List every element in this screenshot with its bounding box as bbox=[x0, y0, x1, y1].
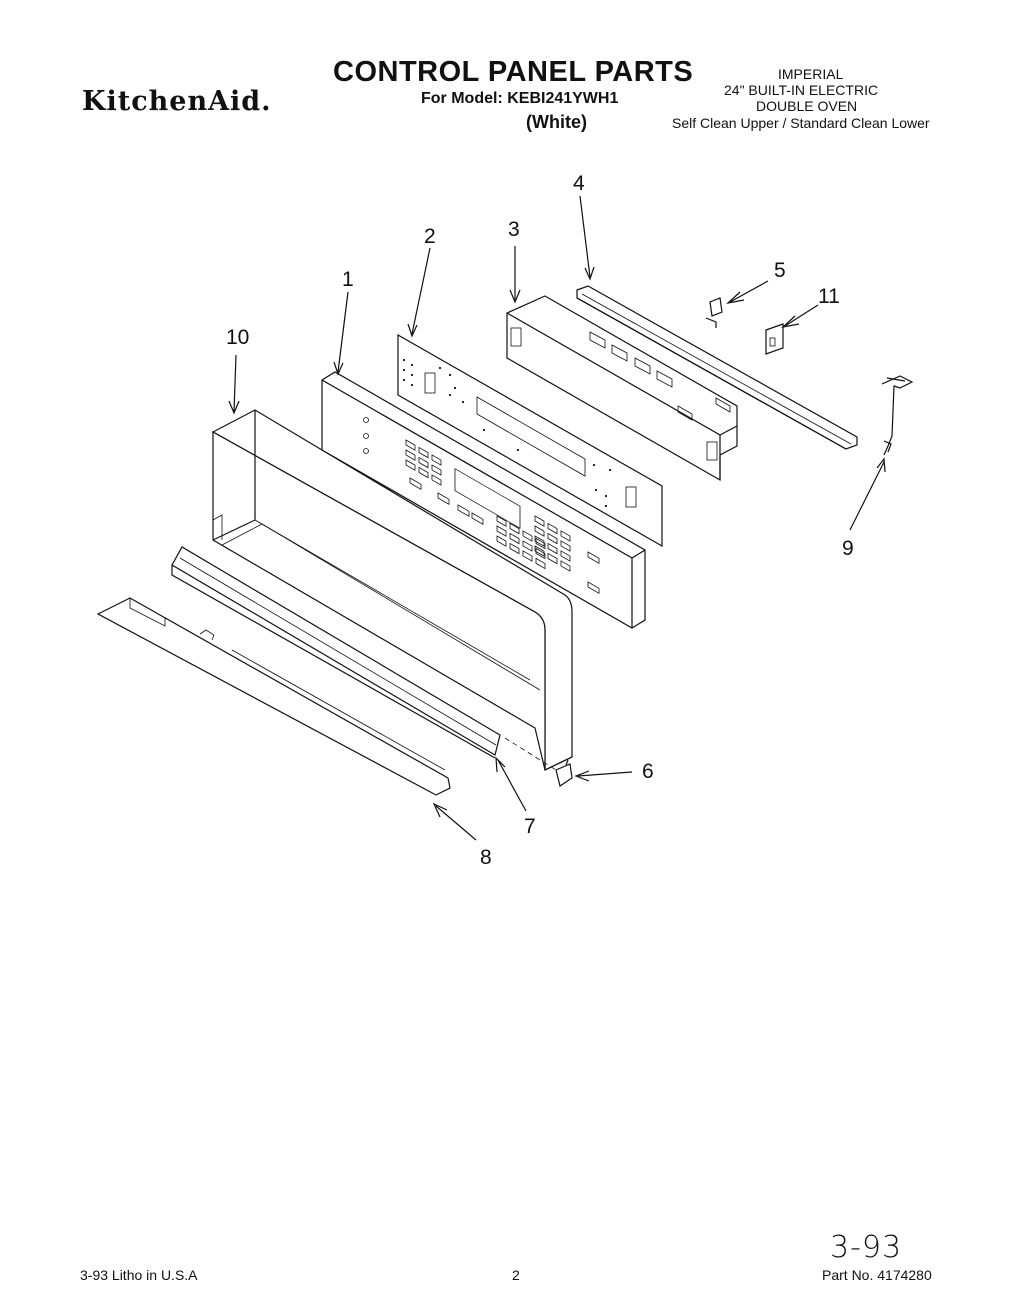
board-contact-dot bbox=[402, 378, 406, 382]
footer-print-info: 3-93 Litho in U.S.A bbox=[80, 1267, 198, 1283]
board-contact-dot bbox=[461, 400, 465, 404]
panel-button-mark bbox=[534, 535, 545, 547]
leader-lines bbox=[228, 195, 886, 841]
panel-button-mark bbox=[457, 504, 470, 518]
part-6-retainer-clip bbox=[555, 759, 573, 787]
board-contact-dot bbox=[592, 463, 596, 467]
board-contact-dot bbox=[402, 358, 406, 362]
panel-button-mark bbox=[522, 530, 533, 542]
panel-button-mark bbox=[522, 540, 533, 552]
board-contact-dot bbox=[516, 448, 520, 452]
board-contact-dot bbox=[410, 363, 414, 367]
panel-button-mark bbox=[587, 581, 600, 595]
board-contact-dot bbox=[410, 373, 414, 377]
board-contact-dot bbox=[410, 383, 414, 387]
model-line: For Model: KEBI241YWH1 bbox=[421, 90, 619, 107]
part-1-control-panel bbox=[321, 371, 646, 629]
panel-button-mark bbox=[534, 525, 545, 537]
panel-button-mark bbox=[431, 474, 442, 486]
board-contact-dot bbox=[608, 468, 612, 472]
board-contact-dot bbox=[438, 366, 442, 370]
callout-8: 8 bbox=[480, 846, 492, 869]
board-contact-dot bbox=[604, 494, 608, 498]
panel-button-mark bbox=[405, 439, 416, 451]
panel-button-mark bbox=[405, 449, 416, 461]
part-10-housing bbox=[211, 409, 573, 771]
part-5-clip bbox=[705, 297, 723, 328]
color-variant: (White) bbox=[526, 112, 587, 132]
callout-2: 2 bbox=[424, 225, 436, 248]
callout-10: 10 bbox=[226, 326, 249, 349]
board-contact-dot bbox=[448, 393, 452, 397]
panel-button-mark bbox=[496, 515, 507, 527]
spec-line-3: DOUBLE OVEN bbox=[756, 98, 858, 114]
callout-7: 7 bbox=[524, 815, 536, 838]
panel-button-mark bbox=[431, 454, 442, 466]
handwritten-date: 3-93 bbox=[830, 1230, 903, 1265]
part-2-overlay-board bbox=[397, 333, 663, 548]
panel-button-mark bbox=[509, 522, 520, 535]
panel-button-mark bbox=[509, 532, 520, 545]
panel-button-mark bbox=[431, 464, 442, 476]
panel-button-mark bbox=[409, 477, 422, 491]
panel-button-mark bbox=[534, 545, 545, 557]
panel-button-mark bbox=[496, 525, 507, 537]
part-4-mounting-rail bbox=[576, 285, 858, 450]
board-contact-dot bbox=[604, 504, 608, 508]
panel-button-mark bbox=[522, 550, 533, 562]
board-contact-dot bbox=[453, 386, 457, 390]
panel-button-mark bbox=[560, 530, 571, 542]
panel-button-mark bbox=[418, 456, 429, 469]
board-contact-dot bbox=[594, 488, 598, 492]
panel-button-mark bbox=[547, 532, 558, 545]
panel-button-mark bbox=[547, 522, 558, 535]
panel-button-mark bbox=[547, 552, 558, 565]
brand-logo: KitchenAid. bbox=[82, 86, 272, 117]
spec-line-1: IMPERIAL bbox=[778, 66, 844, 82]
panel-button-mark bbox=[418, 446, 429, 459]
panel-button-mark bbox=[496, 535, 507, 547]
board-contact-dot bbox=[448, 373, 452, 377]
page-title: CONTROL PANEL PARTS bbox=[333, 56, 694, 88]
panel-button-mark bbox=[437, 492, 450, 506]
part-7-trim-strip bbox=[171, 546, 501, 759]
part-11-bracket bbox=[765, 323, 784, 355]
callout-11: 11 bbox=[818, 285, 840, 308]
part-8-lower-trim bbox=[96, 597, 451, 796]
panel-button-mark bbox=[587, 551, 600, 565]
board-contact-dot bbox=[402, 368, 406, 372]
footer-part-number: Part No. 4174280 bbox=[822, 1267, 932, 1283]
callout-3: 3 bbox=[508, 218, 520, 241]
callout-1: 1 bbox=[342, 268, 354, 291]
panel-button-mark bbox=[560, 540, 571, 552]
panel-button-mark bbox=[471, 512, 484, 526]
panel-button-mark bbox=[535, 557, 546, 570]
footer-page-number: 2 bbox=[512, 1267, 520, 1283]
panel-button-mark bbox=[547, 542, 558, 555]
panel-button-mark bbox=[405, 459, 416, 471]
panel-button-mark bbox=[509, 542, 520, 555]
part-6-alignment-line bbox=[504, 737, 557, 771]
spec-line-4: Self Clean Upper / Standard Clean Lower bbox=[672, 115, 930, 131]
panel-button-mark bbox=[534, 515, 545, 527]
callout-5: 5 bbox=[774, 259, 786, 282]
spec-line-2: 24" BUILT-IN ELECTRIC bbox=[724, 82, 879, 98]
board-contact-dot bbox=[482, 428, 486, 432]
part-9-wire-support bbox=[881, 375, 914, 456]
panel-button-mark bbox=[560, 550, 571, 562]
callout-4: 4 bbox=[573, 172, 585, 195]
panel-button-mark bbox=[560, 560, 571, 572]
callout-6: 6 bbox=[642, 760, 654, 783]
part-3-control-module bbox=[506, 295, 738, 482]
callout-9: 9 bbox=[842, 537, 854, 560]
panel-button-mark bbox=[418, 466, 429, 479]
